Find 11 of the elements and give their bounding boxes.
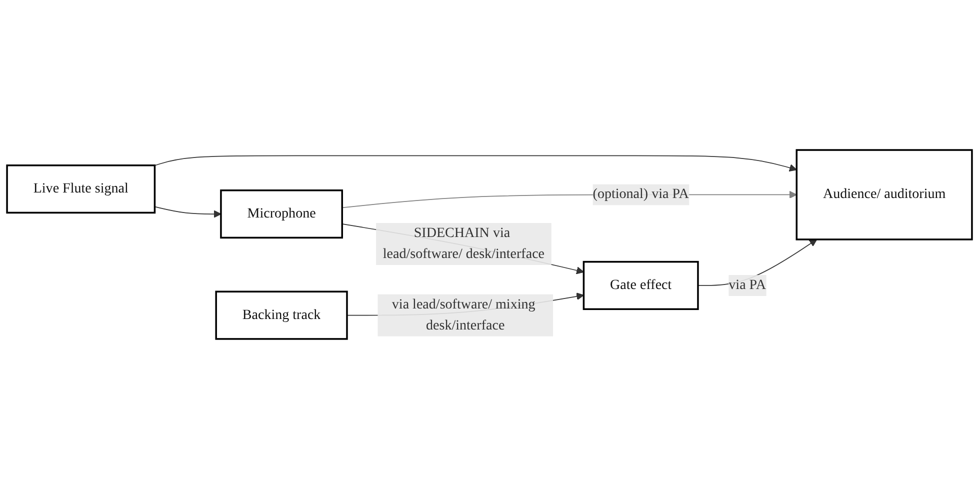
edge-label: (optional) via PA [592,186,689,202]
node-box: Audience/ auditorium [796,149,973,240]
node-box: Live Flute signal [6,164,156,214]
edge-label: SIDECHAIN via lead/software/ desk/interface [382,226,545,262]
arrow [154,155,797,172]
arrow [154,206,222,218]
node-box: Gate effect [582,260,699,310]
node-box: Backing track [215,290,348,340]
edge-label: via lead/software/ mixing desk/interface [392,296,536,333]
node-box: Microphone [220,189,343,239]
edge-label: via PA [728,278,766,292]
